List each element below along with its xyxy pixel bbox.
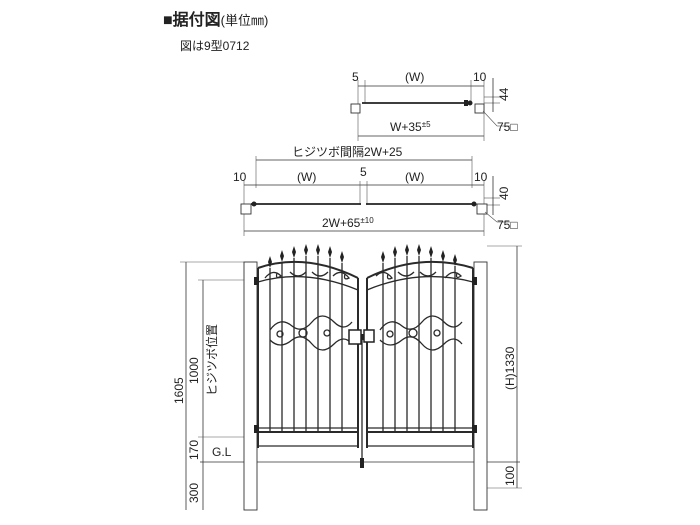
single-overall: W+35 [390, 120, 422, 134]
ground-line-label: G.L [212, 445, 232, 459]
single-gate-plan: 5 (W) 10 44 W+35±5 75□ [350, 70, 518, 141]
elev-hinge-height: 1000 [187, 357, 201, 384]
single-overall-tolerance: ±5 [422, 120, 431, 129]
single-left-post [350, 103, 361, 114]
elev-total-height: 1605 [172, 377, 186, 404]
double-right-post [476, 203, 488, 215]
double-gate-plan: ヒジツボ間隔2W+25 10 (W) 5 (W) 10 40 [233, 145, 518, 236]
gate-elevation: 1605 1000 ヒジツボ位置 170 300 G.L (H)1330 100 [172, 244, 522, 511]
single-depth: 44 [497, 87, 511, 101]
elev-left-post [243, 261, 258, 511]
double-depth: 40 [497, 186, 511, 200]
model-note: 図は9型0712 [180, 39, 250, 53]
elev-hinge-label: ヒジツボ位置 [204, 324, 219, 396]
double-post-size: 75□ [497, 218, 518, 232]
single-left-gap: 5 [352, 70, 359, 84]
elev-right-post [473, 261, 488, 511]
elev-right-leaf [366, 244, 477, 448]
single-right-post [474, 103, 485, 114]
double-hinge-pitch: ヒジツボ間隔2W+25 [292, 145, 403, 159]
elev-embed-depth: 300 [187, 483, 201, 503]
unit-note: (単位㎜) [220, 13, 269, 28]
elev-post-embed: 100 [503, 466, 517, 486]
double-right-gap: 10 [474, 170, 488, 184]
gate-lock-icon [348, 329, 375, 345]
double-overall: 2W+65 [322, 216, 361, 230]
double-overall-tolerance: ±10 [360, 216, 374, 225]
single-opening: (W) [405, 70, 424, 84]
diagram-header: ■据付図(単位㎜) [163, 6, 268, 30]
double-left-opening: (W) [297, 170, 316, 184]
double-left-post [240, 203, 252, 215]
diagram-title: ■据付図 [163, 12, 221, 29]
double-left-gap: 10 [233, 170, 247, 184]
double-center-gap: 5 [360, 165, 367, 179]
svg-text:W+35±5: W+35±5 [390, 120, 431, 134]
elev-bottom-clearance: 170 [187, 440, 201, 460]
single-post-size: 75□ [497, 120, 518, 134]
elev-gate-height: (H)1330 [503, 346, 517, 390]
svg-text:2W+65±10: 2W+65±10 [322, 216, 374, 230]
single-right-gap: 10 [473, 70, 487, 84]
elev-left-leaf [254, 244, 359, 448]
double-right-opening: (W) [405, 170, 424, 184]
